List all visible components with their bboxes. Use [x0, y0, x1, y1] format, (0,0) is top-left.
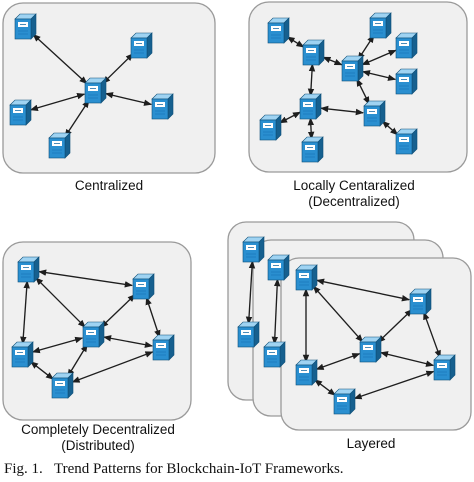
server-node-icon — [267, 17, 290, 44]
server-node-icon — [409, 288, 432, 315]
connection-arrow — [307, 117, 315, 140]
figure-caption-text: Trend Patterns for Blockchain-IoT Framew… — [54, 461, 344, 477]
connection-arrow — [377, 309, 413, 343]
server-node-icon — [295, 359, 318, 386]
server-node-icon — [152, 334, 175, 361]
connection-lines — [20, 33, 441, 400]
figure-caption-label: Fig. 1. — [4, 461, 43, 477]
server-node-icon — [263, 341, 286, 368]
server-node-icon — [295, 264, 318, 291]
connection-arrow — [356, 78, 370, 105]
server-node-icon — [82, 321, 105, 348]
server-node-icon — [395, 68, 418, 95]
server-node-icon — [359, 336, 382, 363]
connection-arrow — [322, 56, 343, 66]
server-node-icon — [433, 354, 456, 381]
server-node-icon — [395, 32, 418, 59]
caption-locally-centralized-line2: (Decentralized) — [308, 194, 400, 209]
connection-arrow — [307, 63, 316, 97]
connection-arrow — [423, 311, 441, 359]
connection-arrow — [145, 296, 161, 339]
connection-arrow — [30, 361, 54, 380]
connection-arrow — [35, 277, 86, 328]
server-node-icon — [333, 388, 356, 415]
server-node-icon — [48, 132, 71, 159]
caption-centralized: Centralized — [75, 178, 143, 193]
server-node-icon — [132, 273, 155, 300]
connection-arrow — [312, 285, 364, 343]
server-node-icon — [14, 13, 37, 40]
server-node-icon — [11, 341, 34, 368]
caption-layered: Layered — [347, 436, 396, 451]
server-node-icon — [9, 99, 32, 126]
caption-locally-centralized-line1: Locally Centaralized — [293, 178, 415, 193]
connection-arrow — [31, 336, 84, 354]
server-node-icon — [302, 39, 325, 66]
server-node-icon — [237, 321, 260, 348]
connection-arrow — [29, 93, 86, 111]
server-nodes — [9, 12, 456, 415]
connection-arrow — [361, 49, 397, 66]
connection-arrow — [320, 105, 364, 116]
connection-arrow — [361, 70, 397, 81]
connection-arrow — [286, 36, 305, 48]
server-node-icon — [299, 93, 322, 120]
server-node-icon — [17, 256, 40, 283]
server-node-icon — [130, 32, 153, 59]
caption-distributed-line1: Completely Decentralized — [21, 422, 175, 437]
connection-arrow — [379, 351, 435, 367]
connection-arrow — [103, 335, 153, 348]
connection-arrow — [20, 280, 30, 345]
server-node-icon — [395, 128, 418, 155]
server-node-icon — [267, 254, 290, 281]
connection-arrow — [315, 353, 361, 370]
connection-arrow — [102, 53, 134, 84]
connection-arrow — [32, 33, 88, 85]
server-node-icon — [363, 100, 386, 127]
server-node-icon — [151, 93, 174, 120]
server-node-icon — [242, 236, 265, 263]
connection-arrow — [100, 294, 136, 328]
server-node-icon — [341, 55, 364, 82]
connection-arrow — [245, 260, 256, 325]
connection-arrow — [278, 111, 302, 124]
server-node-icon — [369, 12, 392, 39]
connection-arrow — [64, 99, 90, 138]
server-node-icon — [51, 372, 74, 399]
caption-distributed-line2: (Distributed) — [61, 438, 135, 453]
connection-arrow — [314, 379, 336, 396]
server-node-icon — [259, 114, 282, 141]
server-node-icon — [84, 77, 107, 104]
connection-arrow — [353, 370, 435, 400]
connection-arrow — [381, 120, 399, 136]
connection-arrow — [71, 351, 154, 383]
connection-arrow — [271, 278, 281, 345]
connection-arrow — [104, 92, 153, 106]
server-node-icon — [301, 136, 324, 163]
